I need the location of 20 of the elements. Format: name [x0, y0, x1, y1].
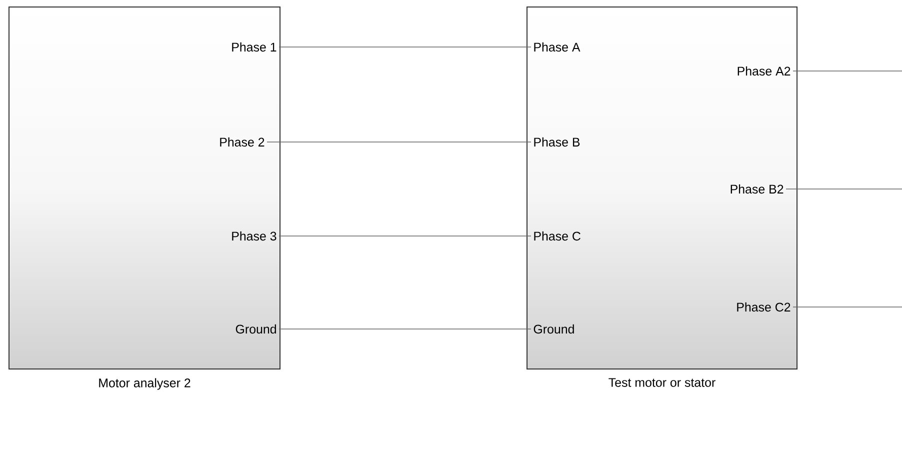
wire — [792, 70, 902, 72]
wire — [786, 188, 902, 190]
port-label: Phase B — [534, 137, 580, 147]
device-box — [8, 6, 280, 370]
port-label: Phase C — [534, 231, 580, 241]
port-label: Ground — [236, 324, 276, 334]
port-label: Phase A — [534, 42, 580, 52]
wire — [278, 328, 532, 330]
port-label: Phase B2 — [730, 184, 784, 194]
box-caption: Test motor or stator — [608, 378, 716, 387]
port-label: Phase 1 — [232, 42, 276, 52]
port-label: Phase 2 — [220, 137, 264, 147]
wire — [792, 306, 902, 308]
port-label: Phase 3 — [232, 231, 276, 241]
port-label: Ground — [534, 324, 574, 334]
device-box — [526, 6, 798, 370]
box-caption: Motor analyser 2 — [99, 378, 190, 390]
port-label: Phase A2 — [738, 66, 790, 76]
port-label: Phase C2 — [737, 302, 790, 312]
wire — [278, 46, 532, 48]
